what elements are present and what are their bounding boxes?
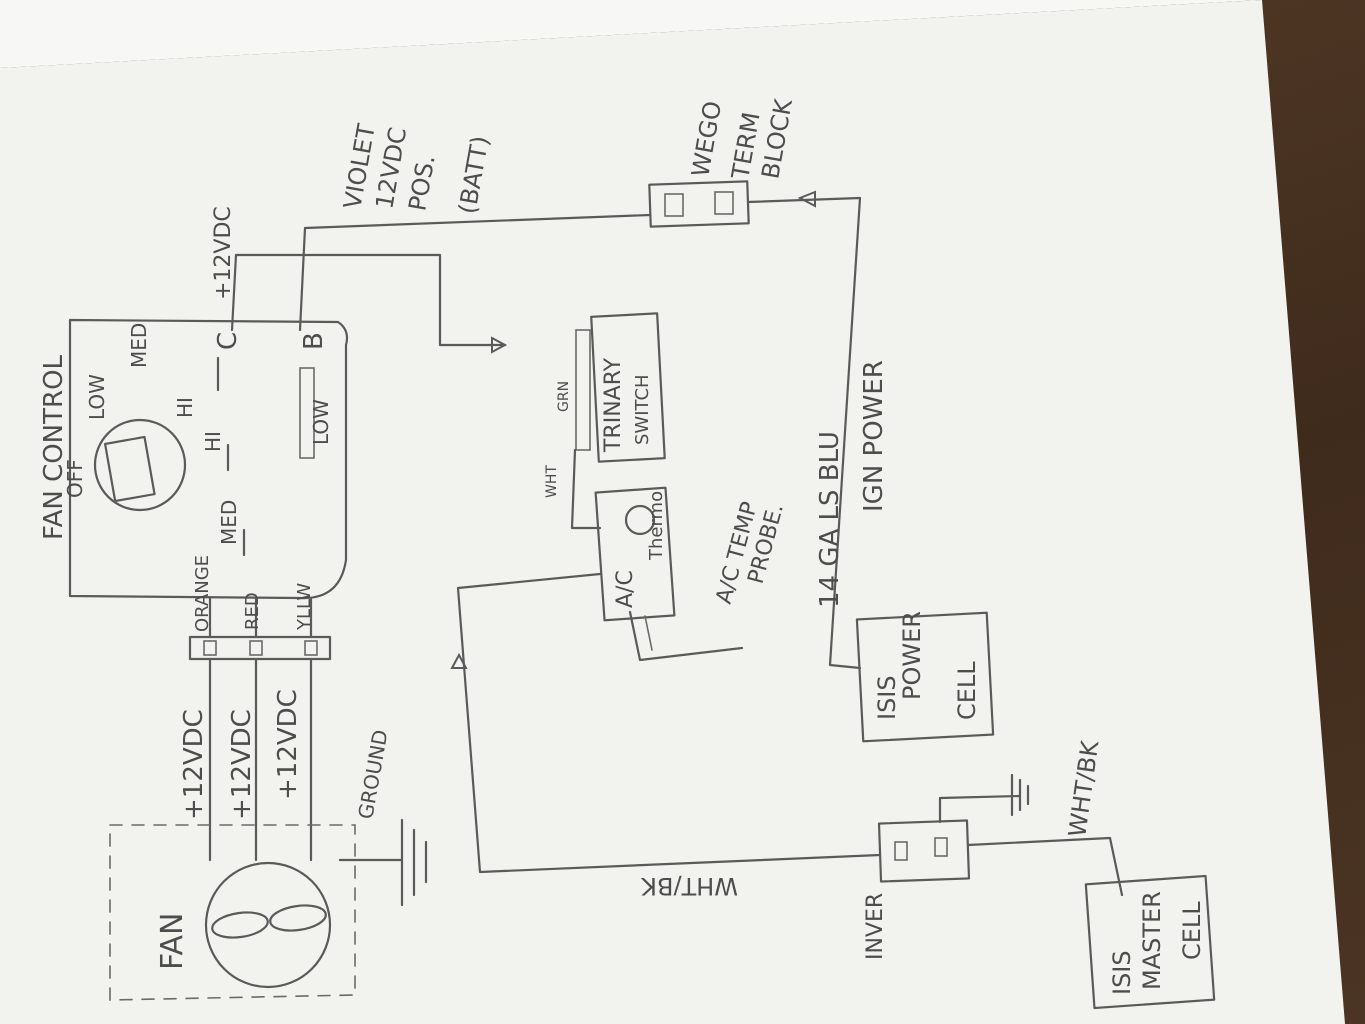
- knob-low-label: LOW: [85, 374, 109, 420]
- fan-control-label: FAN CONTROL: [39, 354, 69, 540]
- thermo-label: Thermo: [646, 491, 667, 561]
- grn-label: GRN: [556, 381, 572, 412]
- terminal-low-label: LOW: [309, 399, 333, 445]
- connector-strip: [188, 635, 332, 661]
- knob-hi-label: HI: [173, 397, 197, 418]
- wire1-voltage-label: +12VDC: [179, 709, 209, 820]
- isis-power-cell: [855, 611, 995, 743]
- switch-label: SWITCH: [632, 374, 653, 445]
- terminal-med-label: MED: [217, 500, 241, 545]
- terminal-b-label: B: [299, 332, 329, 350]
- cell2-label: CELL: [1178, 901, 1206, 960]
- yellow-wire-label: YLLW: [294, 583, 315, 631]
- paper-shadow-strip: [0, 0, 1262, 68]
- fan-control-box: [68, 318, 349, 600]
- trinary-switch: [575, 312, 666, 463]
- isis-master-label: ISIS: [1108, 950, 1136, 995]
- orange-wire-label: ORANGE: [192, 555, 213, 632]
- wire3-voltage-label: +12VDC: [273, 689, 303, 800]
- power-label: POWER: [898, 611, 926, 700]
- arrow-to-wego: [797, 190, 816, 208]
- wire2-voltage-label: +12VDC: [227, 709, 257, 820]
- arrow-to-trinary: [491, 336, 508, 354]
- red-wire-label: RED: [242, 592, 263, 630]
- cell-label: CELL: [953, 661, 981, 720]
- isis-master-cell: [1084, 874, 1216, 1010]
- trinary-label: TRINARY: [601, 357, 626, 453]
- ac-thermo-box: [594, 486, 676, 622]
- wht-label: WHT: [544, 465, 560, 498]
- knob-off-label: OFF: [63, 459, 87, 498]
- ac-label: A/C: [613, 570, 638, 608]
- inverter-box: [877, 819, 971, 883]
- wht-bk-left-label: WHT/BK: [640, 872, 738, 900]
- terminal-hi-label: HI: [201, 431, 225, 452]
- fan-label: FAN: [155, 913, 190, 970]
- isis-power-label: ISIS: [873, 675, 901, 720]
- plus12-upper-label: +12VDC: [211, 206, 236, 300]
- terminal-c-label: C: [213, 332, 243, 350]
- arrow-down-left: [450, 652, 468, 669]
- master-label: MASTER: [1138, 891, 1166, 990]
- knob-med-label: MED: [127, 323, 151, 368]
- inver-label: INVER: [863, 893, 888, 960]
- ga14-label: 14 GA LS BLU: [815, 431, 845, 608]
- ign-power-label: IGN POWER: [859, 360, 889, 512]
- fan-motor: [109, 824, 356, 1001]
